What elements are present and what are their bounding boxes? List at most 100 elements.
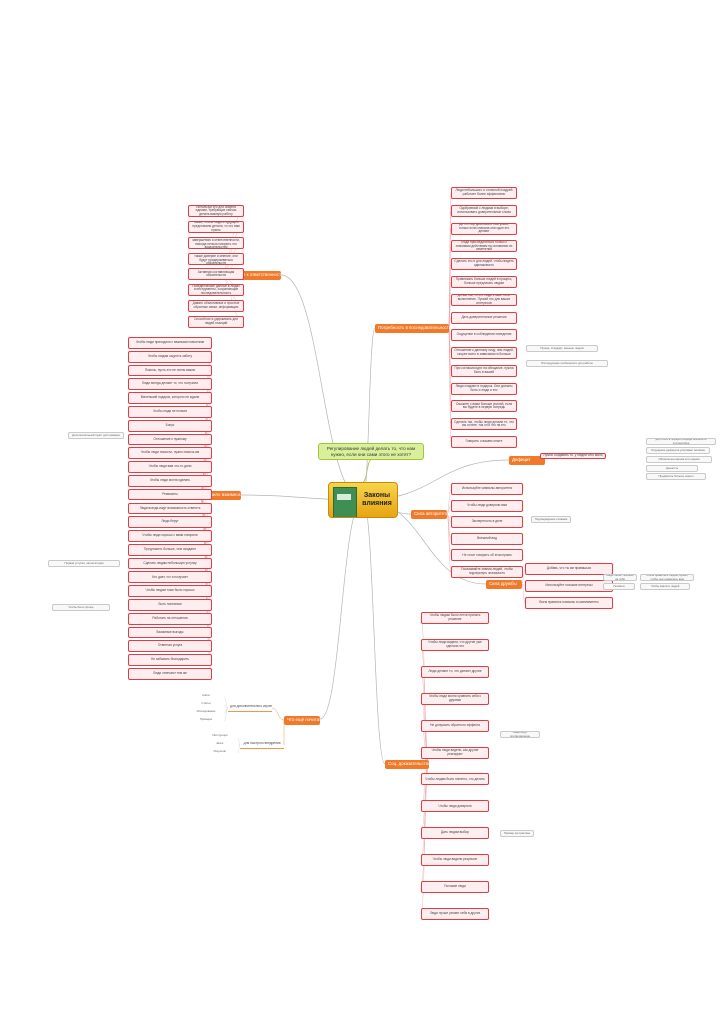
note-consistency[interactable]: Последующие особенности для работы (526, 360, 608, 367)
leaf-consistency[interactable]: Сделать так, чтобы люди делали то, что в… (451, 418, 517, 430)
leaf-reciprocity[interactable]: Чтобы люди не поняли (128, 406, 212, 418)
note-reciprocity[interactable]: Первая уступка, затем вторая (48, 560, 120, 567)
group-label[interactable]: Для дополнительного изучения (228, 705, 272, 712)
leaf-reciprocity[interactable]: Люди всегда делают то, что получили (128, 378, 212, 390)
note-scarcity[interactable]: Продвигать больше нового (646, 473, 706, 480)
leaf-reciprocity[interactable]: Чтобы люди приходили с важными новостями (128, 337, 212, 349)
leaf-obligation[interactable]: Также, чтобы люди в будущем представили … (188, 221, 244, 233)
leaf-reciprocity[interactable]: Бонус (128, 420, 212, 432)
branch-social-proof[interactable]: Соц. доказательство (385, 760, 429, 769)
leaf-reciprocity[interactable]: Не забывать благодарить (128, 654, 212, 666)
group-item[interactable]: Книга (190, 694, 222, 700)
branch-liking[interactable]: Сила дружбы (486, 580, 522, 589)
group-item[interactable]: Исследование (190, 710, 222, 716)
leaf-consistency[interactable]: При согласии идти на обещание, нужна быт… (451, 365, 517, 377)
leaf-reciprocity[interactable]: Ответная услуга (128, 640, 212, 652)
leaf-reciprocity[interactable]: Люди берут (128, 516, 212, 528)
leaf-reciprocity[interactable]: Быть полезным (128, 599, 212, 611)
note-consistency[interactable]: Проще, стандарт, меньше людям (526, 345, 598, 352)
leaf-reciprocity[interactable]: Кто дает, тот и получает (128, 571, 212, 583)
leaf-authority[interactable]: Внешний вид (451, 533, 523, 545)
leaf-reciprocity[interactable]: Чтобы люди хорошо с вами говорили (128, 530, 212, 542)
leaf-authority[interactable]: Не стоит говорить об этом прямо (451, 549, 523, 561)
leaf-reciprocity[interactable]: Взаимные выгоды (128, 627, 212, 639)
leaf-social-proof[interactable]: Похожие люди (421, 881, 489, 893)
leaf-consistency[interactable]: Сделать это и для людей, чтобы видеть од… (451, 258, 517, 270)
leaf-reciprocity[interactable]: Сделать людям небольшую уступку (128, 558, 212, 570)
leaf-consistency[interactable]: Люди небольшого и отличной ноздрей работ… (451, 187, 517, 199)
note-scarcity[interactable]: Для этого в первую очередь исключить пос… (646, 438, 716, 445)
leaf-liking[interactable]: Используйте похожие интересы (525, 580, 613, 592)
group-item[interactable]: Статья (190, 702, 222, 708)
note-social-proof[interactable]: Люди ищут подтверждение (500, 731, 540, 738)
leaf-social-proof[interactable]: Чтобы люди видели результат (421, 854, 489, 866)
leaf-obligation[interactable]: Когда люди уверены, что видим также дове… (188, 253, 244, 265)
branch-authority[interactable]: Сила авторитета (411, 510, 447, 519)
leaf-consistency[interactable]: Одобряемой с людьми в выборе, использова… (451, 205, 517, 217)
note-liking[interactable]: Похвала (603, 583, 635, 590)
note-authority[interactable]: Подтверждение словами (531, 516, 571, 523)
leaf-obligation[interactable]: Используй это для обмена идеями, требующ… (188, 205, 244, 217)
note-reciprocity[interactable]: Чтобы было проще (52, 604, 110, 611)
leaf-reciprocity[interactable]: Предложить больше, чем ожидают (128, 544, 212, 556)
leaf-reciprocity[interactable]: Чтобы люди помогли, нужно помочь им (128, 447, 212, 459)
note-scarcity[interactable]: Обязательно время есть время (646, 456, 712, 463)
group-label[interactable]: Для быстрого внедрения (240, 742, 284, 749)
leaf-reciprocity[interactable]: Работать на отношения (128, 613, 212, 625)
group-item[interactable]: Результат (204, 750, 236, 756)
leaf-social-proof[interactable]: Дать людям выбор (421, 827, 489, 839)
note-scarcity[interactable]: Ценность (646, 465, 698, 472)
leaf-social-proof[interactable]: Чтобы людям было легче принять решение (421, 612, 489, 624)
leaf-consistency[interactable]: Говорить о вашем опыте (451, 436, 517, 448)
note-reciprocity[interactable]: Дополнительный пункт для примера (68, 432, 124, 439)
leaf-social-proof[interactable]: Люди делают то, что делают другие (421, 666, 489, 678)
leaf-reciprocity[interactable]: Чтобы людям тоже было хорошо (128, 585, 212, 597)
branch-more[interactable]: Что ещё почитать (284, 716, 320, 725)
leaf-scarcity[interactable]: Нужно создавать то, у людей чего мало (540, 453, 606, 459)
leaf-consistency[interactable]: До тех пор действий и поступков, только … (451, 223, 517, 235)
leaf-social-proof[interactable]: Чтобы людям было понятно, что делать (421, 773, 489, 785)
leaf-reciprocity[interactable]: Маленький подарок, которого не ждали (128, 392, 212, 404)
leaf-obligation[interactable]: Поведенческие данные в людях и инструмен… (188, 284, 244, 296)
leaf-social-proof[interactable]: Чтобы люди видели, как другие реагируют (421, 747, 489, 759)
note-liking[interactable]: Чтобы хвалить людей (640, 583, 690, 590)
central-topic[interactable]: Законы влияния (328, 482, 398, 518)
leaf-consistency[interactable]: Ощущение в соблюдении поведения (451, 329, 517, 341)
leaf-consistency[interactable]: Люди создают в подарок. Они должны быть … (451, 383, 517, 395)
leaf-consistency[interactable]: Делай так, то что люди ставят себе выпол… (451, 294, 517, 306)
leaf-obligation[interactable]: Активная составляющая обязательств (188, 268, 244, 280)
leaf-consistency[interactable]: Дать доверительные решения (451, 312, 517, 324)
leaf-consistency[interactable]: Отношение к данному лицу, чем людей, ско… (451, 347, 517, 359)
leaf-authority[interactable]: Чтобы люди доверяли вам (451, 500, 523, 512)
leaf-consistency[interactable]: Сможете с вами больше усилий, если вы бу… (451, 400, 517, 412)
note-liking[interactable]: Чтобы нравиться людям, нужно, чтобы они … (640, 574, 694, 581)
leaf-social-proof[interactable]: Чтобы люди доверяли (421, 800, 489, 812)
leaf-liking[interactable]: Добавь, что ты им нравишься (525, 563, 613, 575)
central-question[interactable]: Регулирование людей делать то, что нам н… (318, 443, 424, 460)
leaf-reciprocity[interactable]: Чтобы людям ощутить заботу (128, 351, 212, 363)
leaf-reciprocity[interactable]: Люди всегда ищут возможность ответить (128, 503, 212, 515)
leaf-reciprocity[interactable]: Люди отвечают тем же (128, 668, 212, 680)
leaf-reciprocity[interactable]: Помочь, пусть это не очень важно (128, 365, 212, 377)
leaf-social-proof[interactable]: Не допускать обратного эффекта (421, 720, 489, 732)
leaf-reciprocity[interactable]: Чтобы люди вам что-то дали (128, 461, 212, 473)
leaf-authority[interactable]: Показывайте знания людей, чтобы подчеркн… (451, 566, 523, 578)
leaf-obligation[interactable]: Способность удерживать для людей позиций (188, 316, 244, 328)
note-liking[interactable]: Люди любят похожих на себя (603, 574, 637, 581)
leaf-liking[interactable]: Всем нравятся похвалы и комплименты (525, 597, 613, 609)
group-item[interactable]: Примеры (190, 718, 222, 724)
leaf-obligation[interactable]: Давать объективные и простые обратные св… (188, 300, 244, 312)
leaf-authority[interactable]: Экспертность в деле (451, 516, 523, 528)
group-item[interactable]: Шаги (204, 742, 236, 748)
leaf-obligation[interactable]: Обещая людей, что к завершению и ответст… (188, 237, 244, 249)
note-scarcity[interactable]: Ощущение дефицита усиливает влияние (646, 447, 710, 454)
leaf-reciprocity[interactable]: Отношение к нужному (128, 434, 212, 446)
leaf-consistency[interactable]: Привлекать больше людей в процесс, больш… (451, 276, 517, 288)
leaf-social-proof[interactable]: Чтобы люди видели, что другие уже сделал… (421, 639, 489, 651)
leaf-reciprocity[interactable]: Реквизиты (128, 489, 212, 501)
leaf-authority[interactable]: Используйте символы авторитета (451, 483, 523, 495)
note-social-proof[interactable]: Пример на практике (500, 830, 534, 837)
leaf-social-proof[interactable]: Чтобы люди могли сравнить себя с другими (421, 693, 489, 705)
group-item[interactable]: Инструкция (204, 734, 236, 740)
leaf-reciprocity[interactable]: Чтобы люди могли сделать (128, 475, 212, 487)
